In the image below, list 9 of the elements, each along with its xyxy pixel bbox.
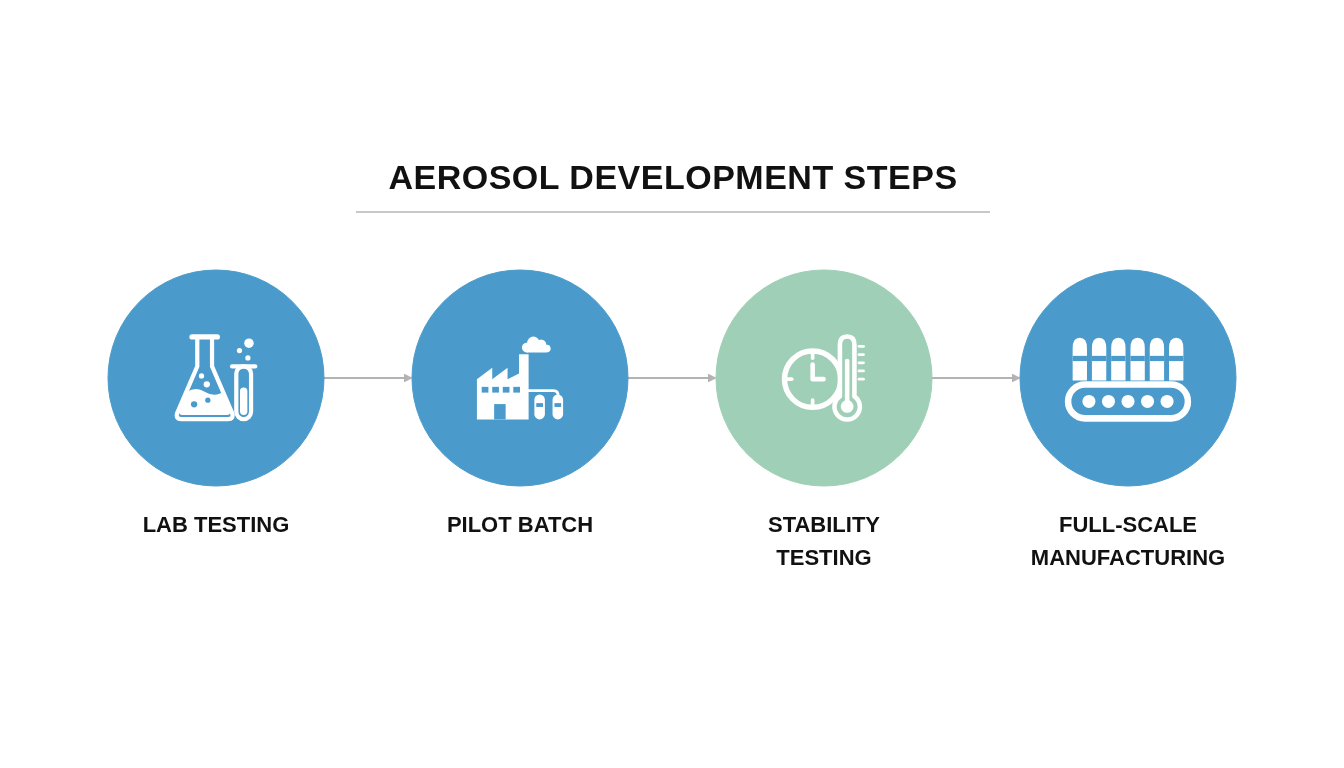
node-circle: [411, 269, 629, 487]
flowchart: LAB TESTING PILOT BATCH STABILITY TESTING FULL-SCALE MANUFACTURING: [102, 264, 1242, 580]
node-circle: [715, 269, 933, 487]
title: AEROSOL DEVELOPMENT STEPS: [387, 158, 959, 197]
arrow: [323, 373, 413, 383]
node-circle: [1019, 269, 1237, 487]
arrow: [627, 373, 717, 383]
arrow: [931, 373, 1021, 383]
node-circle: [107, 269, 325, 487]
